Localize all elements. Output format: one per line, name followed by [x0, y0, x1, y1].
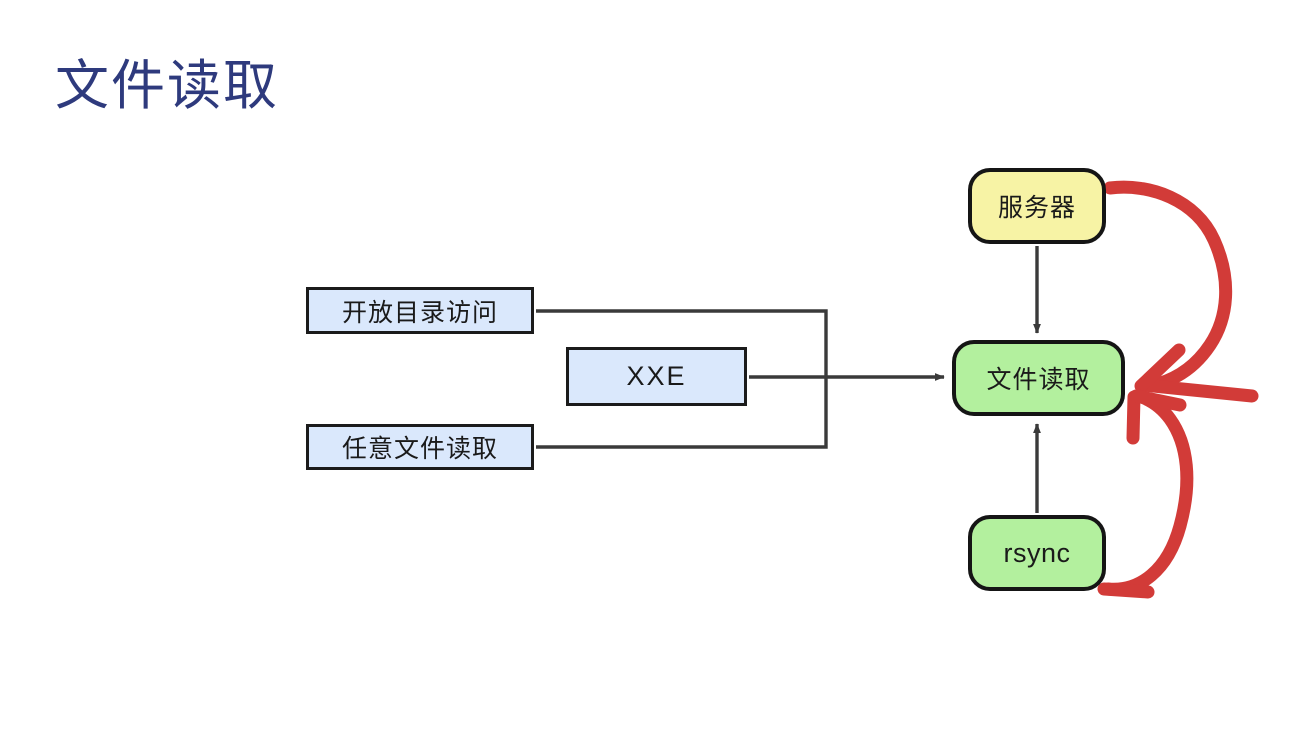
node-label: 任意文件读取	[341, 435, 498, 463]
node-label: 开放目录访问	[341, 298, 498, 327]
node-label: XXE	[626, 361, 687, 391]
edge-open-dir-to-file-read	[536, 309, 828, 377]
node-label: rsync	[1003, 537, 1071, 568]
node-open-directory-access[interactable]: 开放目录访问	[306, 287, 534, 334]
page-title: 文件读取	[55, 56, 279, 116]
node-label: 服务器	[997, 194, 1076, 222]
node-arbitrary-file-read[interactable]: 任意文件读取	[306, 424, 534, 470]
red-arrow-server-annotation	[1103, 180, 1259, 403]
node-rsync[interactable]: rsync	[968, 515, 1106, 591]
red-arrow-rsync-annotation	[1097, 389, 1194, 599]
node-label: 文件读取	[986, 366, 1091, 394]
node-file-read[interactable]: 文件读取	[952, 340, 1125, 416]
edge-arb-read-to-file-read	[536, 377, 828, 449]
node-server[interactable]: 服务器	[968, 168, 1106, 244]
node-xxe[interactable]: XXE	[566, 347, 747, 406]
